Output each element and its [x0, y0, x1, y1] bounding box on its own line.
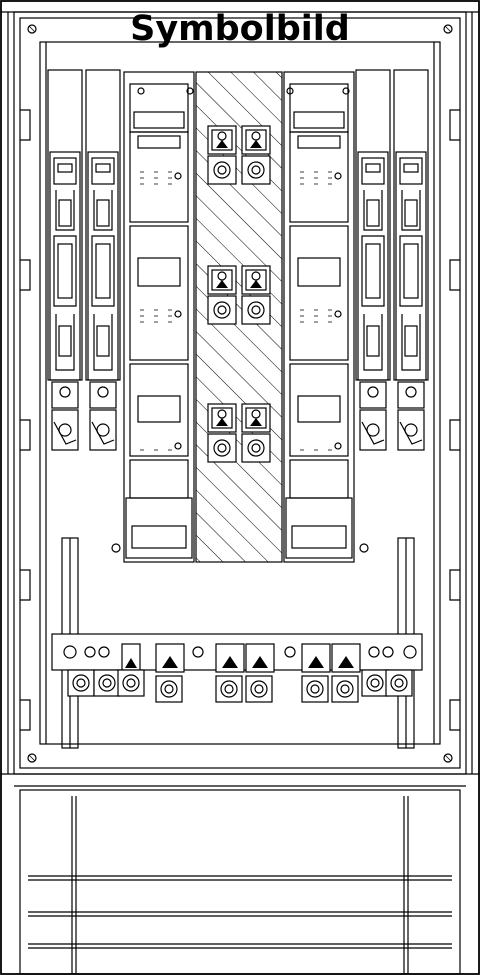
left-fuse-units: [47, 69, 121, 451]
neutral-pe-busbar: [51, 633, 423, 703]
diagram-title: Symbolbild: [130, 9, 350, 49]
left-fuse-switch-column: [123, 71, 195, 563]
right-fuse-units: [355, 69, 429, 451]
module-screws: [111, 543, 369, 553]
right-fuse-switch-column: [283, 71, 355, 563]
mounting-plate: [39, 41, 441, 745]
cabinet-plinth: [19, 789, 461, 975]
left-rail-ticks: [20, 109, 31, 731]
corner-screws: [27, 24, 453, 763]
right-rail-ticks: [449, 109, 460, 731]
